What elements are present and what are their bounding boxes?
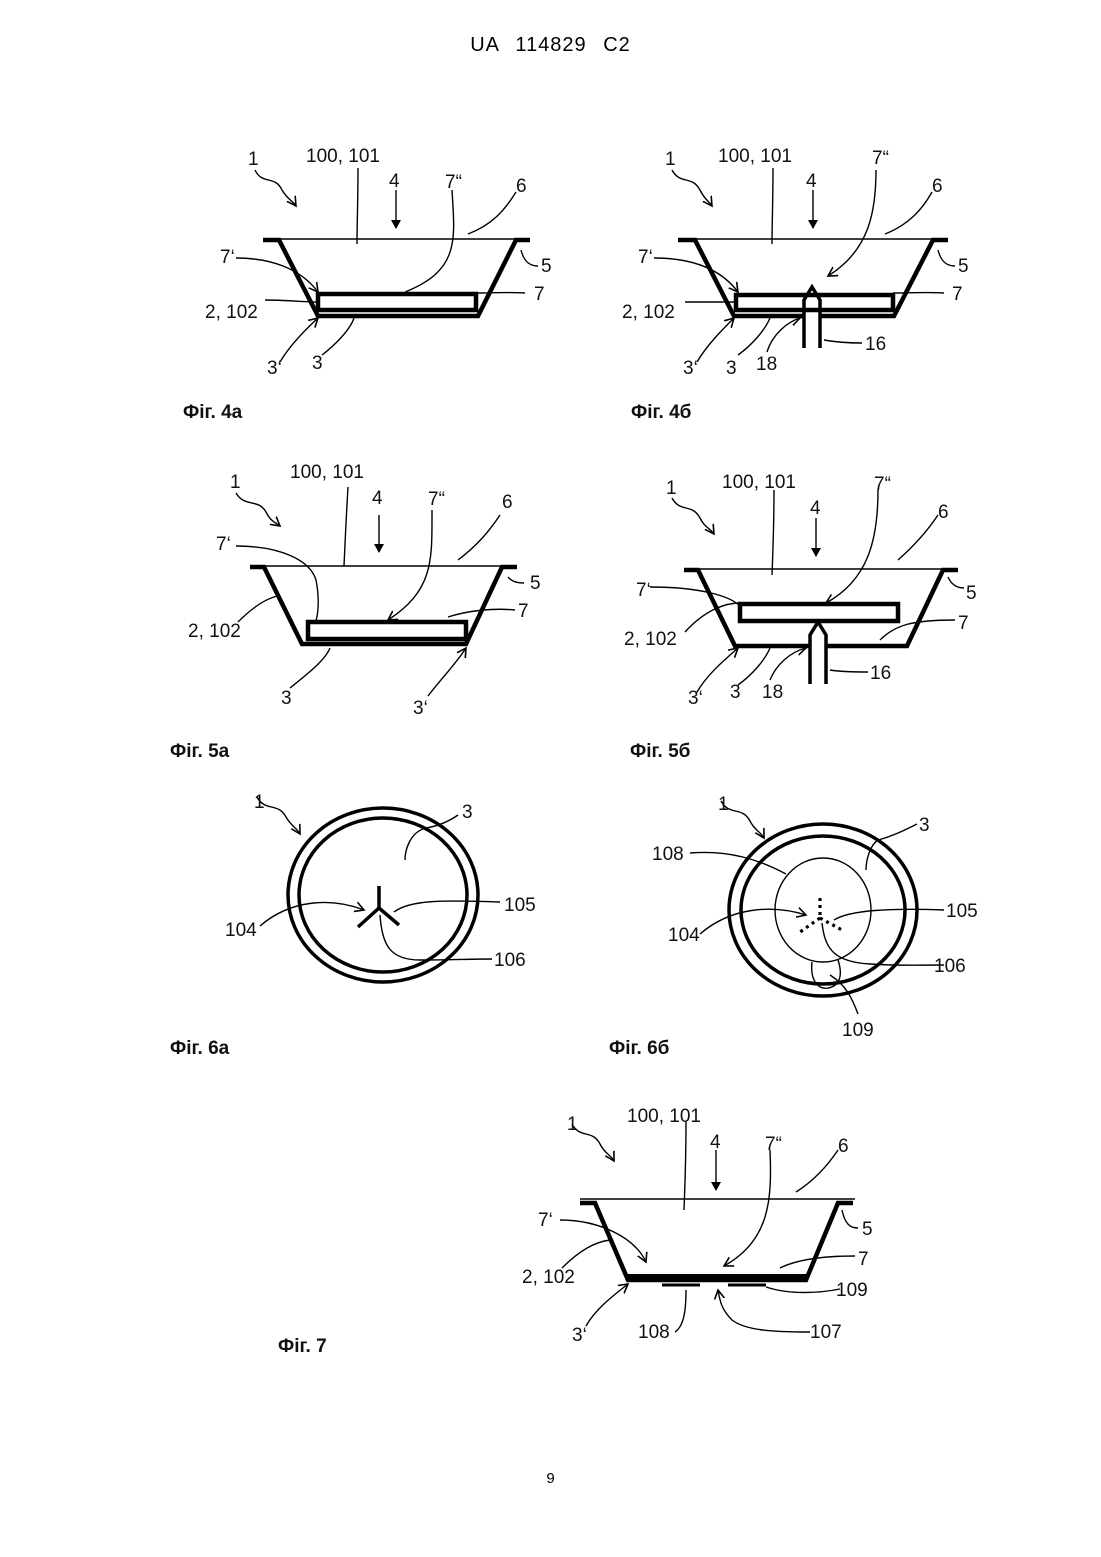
figure-6a: 1 3 104 105 106 Фіг. 6а: [170, 792, 536, 1059]
label-7: 7: [858, 1249, 869, 1270]
label-4: 4: [806, 171, 817, 192]
label-100-101: 100, 101: [718, 146, 792, 167]
label-18: 18: [762, 682, 783, 703]
label-4: 4: [710, 1132, 721, 1153]
label-3p: 3‘: [683, 358, 698, 379]
label-108: 108: [638, 1322, 670, 1343]
label-108: 108: [652, 844, 684, 865]
label-100-101: 100, 101: [722, 472, 796, 493]
figure-6b: 1 3 108 104 105 106 109 Фіг. 6б: [609, 794, 978, 1059]
label-106: 106: [934, 956, 966, 977]
label-3p: 3‘: [267, 358, 282, 379]
label-3p: 3‘: [413, 698, 428, 719]
label-4: 4: [372, 488, 383, 509]
label-100-101: 100, 101: [290, 462, 364, 483]
label-1: 1: [254, 792, 265, 813]
label-6: 6: [502, 492, 513, 513]
caption-fig-6b: Фіг. 6б: [609, 1038, 669, 1059]
figure-5a: 1 100, 101 4 7“ 6 7‘ 5 2, 102 7 3 3‘ Фіг…: [170, 462, 541, 762]
label-3: 3: [312, 353, 323, 374]
label-3p: 3‘: [688, 688, 703, 709]
figure-4a: 1 100, 101 4 7“ 6 7‘ 5 2, 102 7 3‘ 3 Фіг…: [183, 146, 552, 423]
caption-fig-4a: Фіг. 4а: [183, 402, 243, 423]
label-5: 5: [530, 573, 541, 594]
label-6: 6: [932, 176, 943, 197]
label-6: 6: [516, 176, 527, 197]
label-100-101: 100, 101: [627, 1106, 701, 1127]
label-5: 5: [862, 1219, 873, 1240]
label-1: 1: [718, 794, 729, 815]
label-3: 3: [726, 358, 737, 379]
label-7pp: 7“: [428, 489, 445, 510]
label-7p: 7‘: [638, 247, 653, 268]
label-3p: 3‘: [572, 1325, 587, 1346]
label-5: 5: [966, 583, 977, 604]
label-1: 1: [666, 478, 677, 499]
label-104: 104: [668, 925, 700, 946]
caption-fig-5b: Фіг. 5б: [630, 741, 690, 762]
label-7pp: 7“: [874, 474, 891, 495]
page-number: 9: [0, 1470, 1101, 1487]
label-4: 4: [389, 171, 400, 192]
label-2-102: 2, 102: [624, 629, 677, 650]
figure-5b: 1 100, 101 4 7“ 6 7‘ 5 2, 102 7 3‘ 3 18 …: [624, 472, 977, 762]
label-4: 4: [810, 498, 821, 519]
label-7p: 7‘: [216, 534, 231, 555]
label-105: 105: [504, 895, 536, 916]
label-16: 16: [865, 334, 886, 355]
label-5: 5: [541, 256, 552, 277]
label-18: 18: [756, 354, 777, 375]
label-7pp: 7“: [765, 1134, 782, 1155]
label-6: 6: [838, 1136, 849, 1157]
label-6: 6: [938, 502, 949, 523]
label-16: 16: [870, 663, 891, 684]
label-109: 109: [836, 1280, 868, 1301]
label-1: 1: [665, 149, 676, 170]
figure-7: 1 100, 101 4 7“ 6 7‘ 5 2, 102 7 109 3‘ 1…: [278, 1106, 873, 1357]
label-3: 3: [281, 688, 292, 709]
caption-fig-7: Фіг. 7: [278, 1336, 327, 1357]
label-1: 1: [230, 472, 241, 493]
label-2-102: 2, 102: [522, 1267, 575, 1288]
label-1: 1: [248, 149, 259, 170]
label-2-102: 2, 102: [188, 621, 241, 642]
label-3: 3: [462, 802, 473, 823]
label-5: 5: [958, 256, 969, 277]
label-1: 1: [567, 1114, 578, 1135]
label-7: 7: [534, 284, 545, 305]
label-106: 106: [494, 950, 526, 971]
label-7pp: 7“: [872, 148, 889, 169]
label-104: 104: [225, 920, 257, 941]
caption-fig-6a: Фіг. 6а: [170, 1038, 230, 1059]
figure-4b: 1 100, 101 4 7“ 6 7‘ 5 2, 102 7 3‘ 3 18 …: [622, 146, 969, 423]
caption-fig-4b: Фіг. 4б: [631, 402, 691, 423]
caption-fig-5a: Фіг. 5а: [170, 741, 230, 762]
label-107: 107: [810, 1322, 842, 1343]
label-105: 105: [946, 901, 978, 922]
label-109: 109: [842, 1020, 874, 1041]
label-100-101: 100, 101: [306, 146, 380, 167]
label-7p: 7‘: [538, 1210, 553, 1231]
label-7: 7: [952, 284, 963, 305]
label-3: 3: [919, 815, 930, 836]
label-7p: 7‘: [636, 580, 651, 601]
label-2-102: 2, 102: [622, 302, 675, 323]
label-3: 3: [730, 682, 741, 703]
label-7pp: 7“: [445, 172, 462, 193]
label-2-102: 2, 102: [205, 302, 258, 323]
label-7: 7: [518, 601, 529, 622]
label-7p: 7‘: [220, 247, 235, 268]
label-7: 7: [958, 613, 969, 634]
